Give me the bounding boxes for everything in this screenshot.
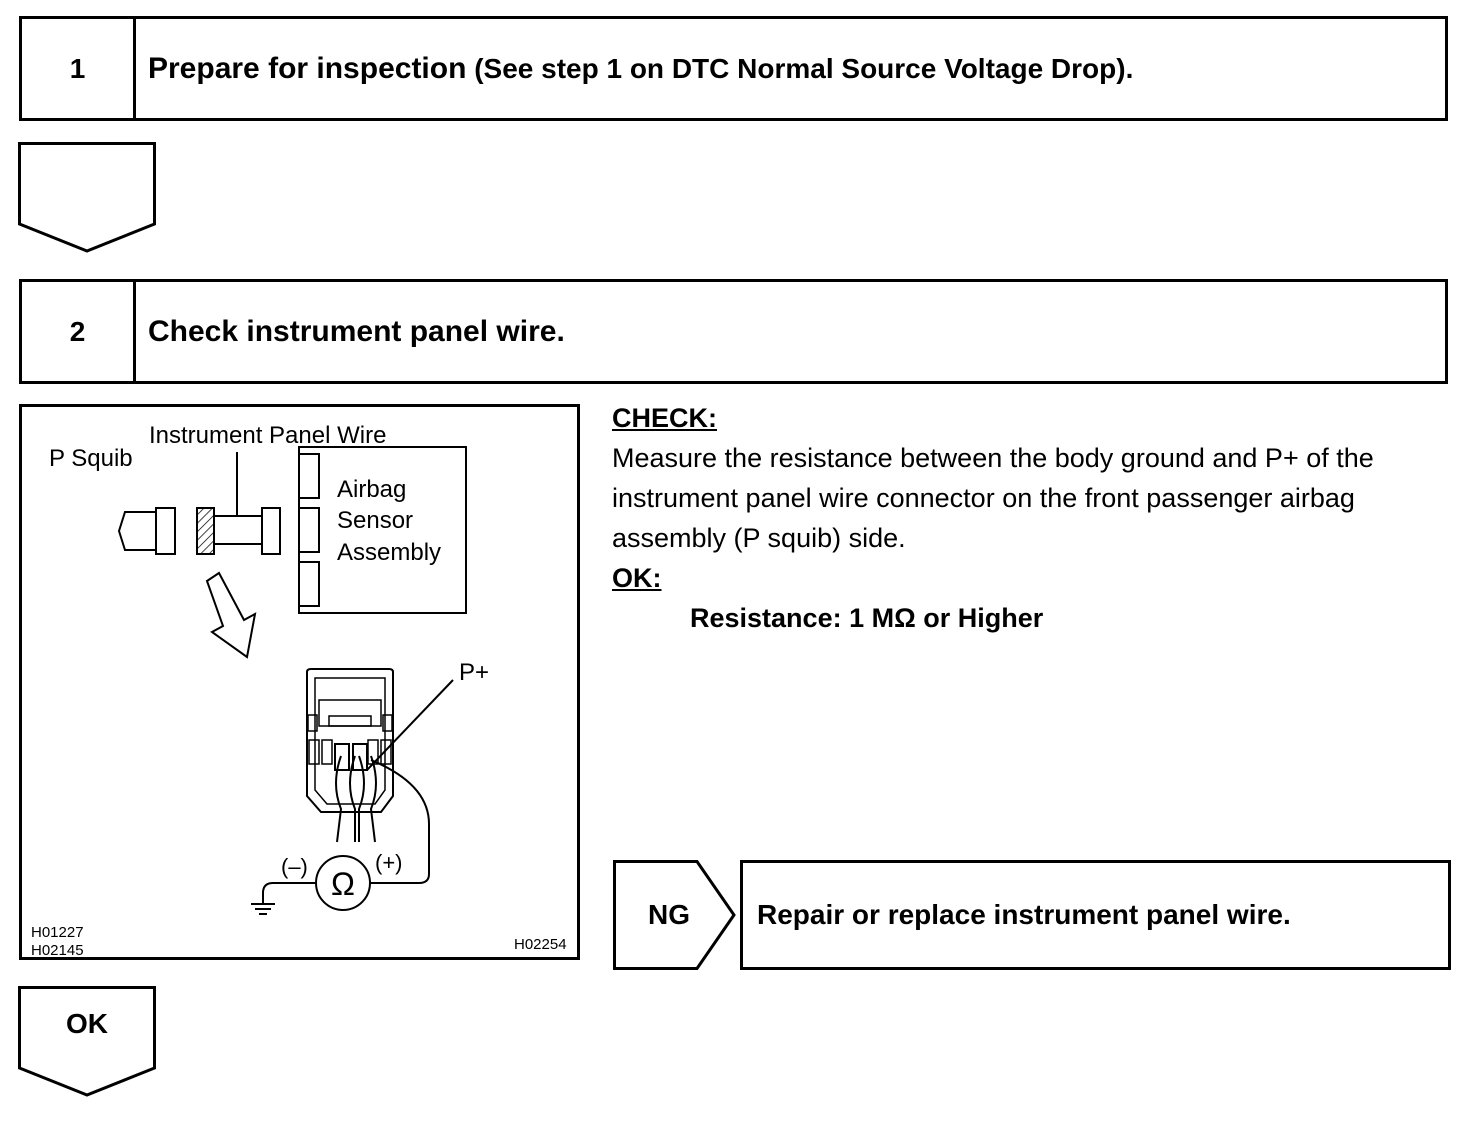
step-1-box: 1 Prepare for inspection (See step 1 on … xyxy=(19,16,1448,121)
ok-heading: OK: xyxy=(612,563,662,593)
check-section: CHECK: Measure the resistance between th… xyxy=(612,398,1462,638)
panel-wire-label: Instrument Panel Wire xyxy=(149,422,386,449)
p-squib-connector xyxy=(117,507,176,555)
ohm-symbol: Ω xyxy=(331,866,355,902)
airbag-sensor-assembly xyxy=(298,446,467,614)
right-arrow-icon xyxy=(613,860,736,970)
p-squib-label: P Squib xyxy=(49,445,133,472)
down-arrow-icon xyxy=(18,986,156,1097)
step-2-title: Check instrument panel wire. xyxy=(148,314,565,348)
step-1-title-row: Prepare for inspection (See step 1 on DT… xyxy=(148,19,1133,118)
sensor-label-line-1: Airbag xyxy=(337,476,406,503)
down-arrow-icon xyxy=(18,142,156,253)
connector-face-view xyxy=(306,668,394,843)
figure-code-2: H02145 xyxy=(31,942,84,959)
p-plus-label: P+ xyxy=(459,659,489,686)
step-1-reference: (See step 1 on DTC Normal Source Voltage… xyxy=(466,52,1134,84)
negative-test-lead xyxy=(262,882,316,904)
ground-icon xyxy=(251,903,275,915)
check-line-2: instrument panel wire connector on the f… xyxy=(612,483,1355,513)
ng-action-box: Repair or replace instrument panel wire. xyxy=(740,860,1451,970)
hatched-connector xyxy=(196,507,215,555)
resistance-spec: Resistance: 1 MΩ or Higher xyxy=(690,603,1044,633)
plus-terminal-label: (+) xyxy=(375,850,403,875)
figure-code-3: H02254 xyxy=(514,936,567,953)
ok-arrow: OK xyxy=(18,986,156,1098)
step-2-number: 2 xyxy=(22,282,136,381)
positive-test-lead xyxy=(369,759,430,884)
sensor-label-line-3: Assembly xyxy=(337,539,441,566)
sensor-label-line-2: Sensor xyxy=(337,507,413,534)
figure-code-1: H01227 xyxy=(31,924,84,941)
p-plus-leader xyxy=(366,679,454,771)
check-line-1: Measure the resistance between the body … xyxy=(612,443,1374,473)
step-1-title: Prepare for inspection xyxy=(148,51,467,85)
check-heading: CHECK: xyxy=(612,403,717,433)
panel-wire-connector xyxy=(213,507,281,555)
wiring-figure: P Squib Instrument Panel Wire Airbag xyxy=(19,404,580,960)
step-2-box: 2 Check instrument panel wire. xyxy=(19,279,1448,384)
ok-label: OK xyxy=(66,1008,108,1039)
next-step-arrow xyxy=(18,142,156,254)
ng-label: NG xyxy=(648,899,690,930)
step-1-number: 1 xyxy=(22,19,136,118)
ng-tag: NG xyxy=(613,860,737,970)
minus-terminal-label: (–) xyxy=(281,854,308,879)
view-direction-arrow-icon xyxy=(205,571,257,659)
check-line-3: assembly (P squib) side. xyxy=(612,523,906,553)
ng-action-text: Repair or replace instrument panel wire. xyxy=(757,899,1291,930)
